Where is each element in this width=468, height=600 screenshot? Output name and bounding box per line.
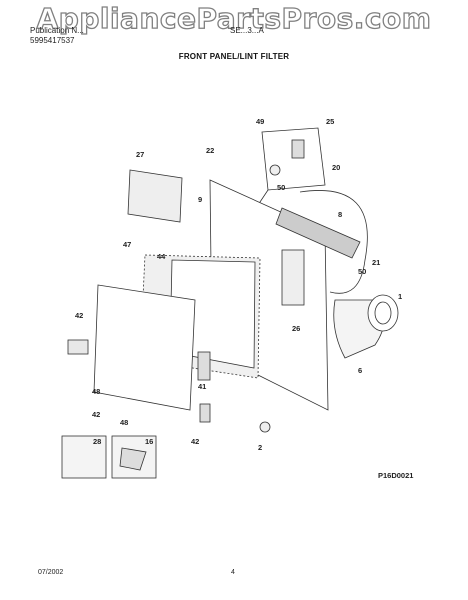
callout: 50 <box>277 183 286 192</box>
footer-page-number: 4 <box>231 569 235 576</box>
callout: 22 <box>206 146 215 155</box>
model-number: SE...3...A <box>230 26 264 35</box>
callout: 50 <box>358 267 367 276</box>
callout: 42 <box>92 410 101 419</box>
lint-filter <box>127 169 183 223</box>
inset-bulb <box>269 164 281 176</box>
callout: 41 <box>198 382 207 391</box>
callout: 49 <box>256 117 265 126</box>
callout: 28 <box>93 437 102 446</box>
callout: 27 <box>136 150 145 159</box>
callout: 20 <box>332 163 341 172</box>
kit-box-28 <box>61 435 107 479</box>
lint-trap-housing <box>275 207 361 259</box>
callout: 9 <box>198 195 203 204</box>
callout: 21 <box>372 258 381 267</box>
door-latch <box>199 403 211 423</box>
door-outer-panel <box>93 284 196 411</box>
duct-bracket <box>281 249 305 306</box>
callout: 6 <box>358 366 363 375</box>
duct-ring <box>367 294 399 332</box>
callout: 1 <box>398 292 403 301</box>
callout: 16 <box>145 437 154 446</box>
callout: 44 <box>157 252 166 261</box>
callout: 42 <box>75 311 84 320</box>
callout: 8 <box>338 210 343 219</box>
drum-outline <box>299 190 368 294</box>
publication-label: Publication N... <box>30 26 84 35</box>
callout: 26 <box>292 324 301 333</box>
callout: 42 <box>191 437 200 446</box>
door-switch <box>259 421 271 433</box>
door-handle-part <box>67 339 89 355</box>
publication-number: 5995417537 <box>30 36 75 45</box>
watermark-logo: AppliancePartsPros.com <box>36 1 432 35</box>
inset-detail-box <box>261 127 326 191</box>
footer-date: 07/2002 <box>38 569 64 576</box>
section-title: FRONT PANEL/LINT FILTER <box>178 52 290 61</box>
callout: 25 <box>326 117 335 126</box>
callout: 48 <box>92 387 101 396</box>
door-hinge <box>197 351 211 381</box>
inset-part-detail <box>291 139 305 159</box>
callout: 48 <box>120 418 129 427</box>
figure-id: P16D0021 <box>378 471 414 480</box>
callout: 2 <box>258 443 263 452</box>
callout: 47 <box>123 240 132 249</box>
